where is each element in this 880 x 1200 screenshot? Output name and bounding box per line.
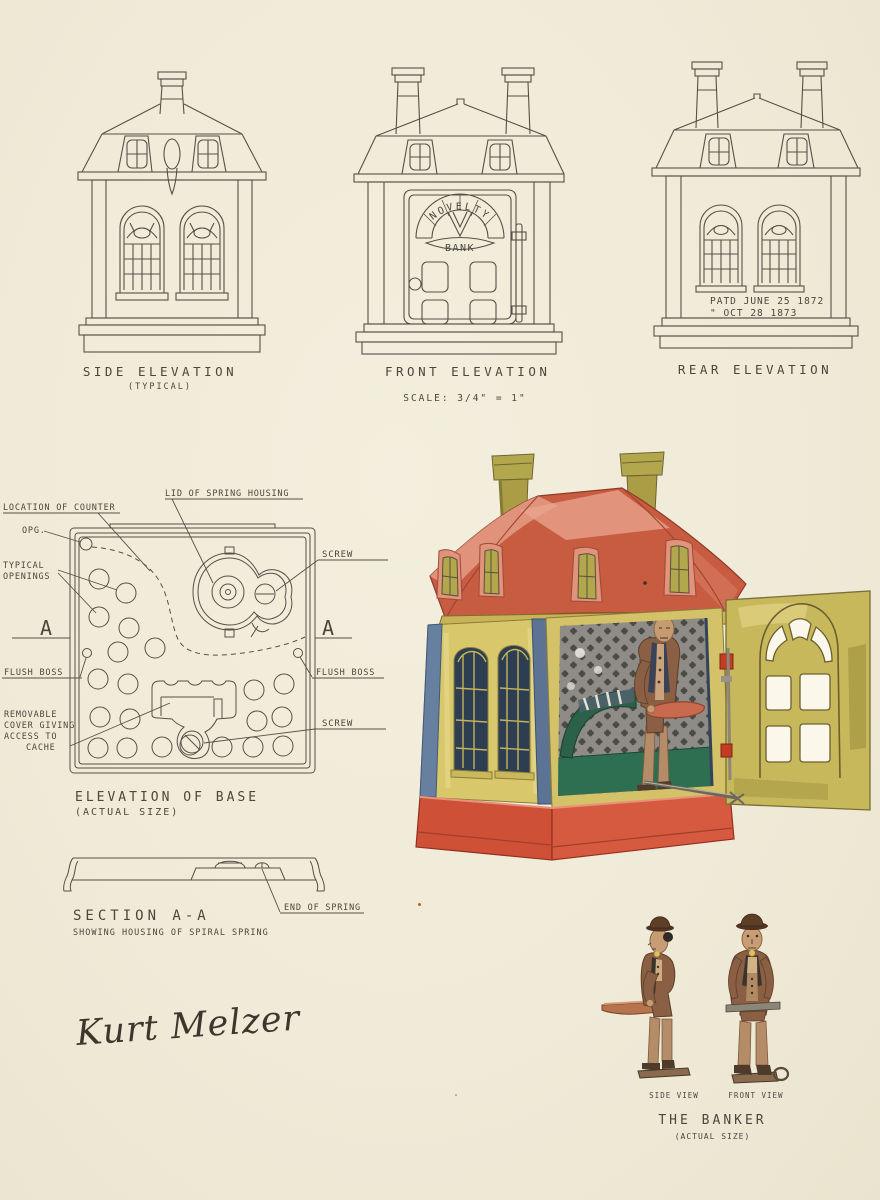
typical-opening-holes [87, 568, 295, 759]
label-screw-top: SCREW [322, 550, 353, 560]
rear-window-right [753, 204, 805, 293]
artist-signature: Kurt Melzer [74, 998, 302, 1054]
label-lid-of-spring-housing: LID OF SPRING HOUSING [165, 489, 289, 499]
painted-dormer-3 [570, 546, 603, 603]
paper-speck [643, 581, 647, 585]
door-hinge [511, 223, 527, 323]
leader-lines [2, 498, 388, 747]
flush-boss-left-detail [82, 648, 92, 658]
side-elevation-subtitle: (TYPICAL) [127, 382, 193, 392]
flush-boss-right-detail [293, 648, 303, 658]
front-door: NOVELTY BANK [403, 189, 527, 325]
opg-hole [79, 537, 93, 551]
front-elevation-drawing: NOVELTY BANK [353, 67, 565, 355]
door-banner-text: BANK [445, 243, 475, 254]
banker-front-view-figure [725, 913, 790, 1084]
section-marker-a-left: A [40, 616, 53, 640]
side-chimney [157, 71, 187, 115]
front-chimney-right [501, 67, 535, 135]
banker-subtitle: (ACTUAL SIZE) [674, 1132, 751, 1141]
front-tray-bar [725, 1001, 781, 1013]
side-window-left [115, 205, 169, 301]
label-opg: OPG. [22, 526, 46, 536]
side-dormer-left [117, 135, 153, 173]
front-roof [353, 98, 565, 183]
door-window-panes [759, 603, 841, 779]
side-elevation-drawing [77, 71, 267, 353]
rear-chimney-right [796, 61, 828, 129]
screw-bottom-detail [180, 730, 204, 754]
rear-chimney-left [691, 61, 723, 129]
release-lever-rod [643, 780, 745, 805]
rear-pedestal [653, 317, 859, 349]
label-typical-line2: OPENINGS [3, 572, 50, 582]
rear-dormer-left [699, 133, 737, 169]
side-window-right [175, 205, 229, 301]
rear-roof [651, 93, 861, 177]
front-elevation-title: FRONT ELEVATION [385, 364, 551, 379]
banker-front-view-label: FRONT VIEW [728, 1091, 784, 1100]
rear-window-left [695, 204, 747, 293]
rear-elevation-drawing: PATD JUNE 25 1872 " OCT 28 1873 [651, 61, 861, 349]
painted-side-window-right [494, 645, 535, 781]
screw-top-detail [254, 583, 276, 605]
patent-date-line2: " OCT 28 1873 [710, 308, 797, 319]
removable-cover [151, 680, 237, 760]
front-pedestal [355, 323, 563, 355]
label-removable-line4: CACHE [26, 743, 56, 753]
spring-housing [192, 546, 293, 638]
painted-base [415, 793, 735, 861]
painted-side-wall [419, 618, 555, 805]
label-removable-line1: REMOVABLE [4, 710, 57, 720]
painted-side-window-left [450, 647, 493, 780]
bank-watercolor-painting [415, 451, 871, 861]
section-marker-a-right: A [322, 616, 335, 640]
label-flush-boss-left: FLUSH BOSS [4, 668, 63, 678]
side-dormer-right [191, 135, 227, 173]
label-end-of-spring: END OF SPRING [284, 903, 361, 913]
base-plan-title: ELEVATION OF BASE [75, 790, 260, 805]
paper-speck [418, 903, 421, 906]
front-dormer-right [481, 139, 518, 175]
painted-chimney-right [619, 451, 665, 514]
side-finial-ornament [163, 138, 181, 196]
section-drawing: END OF SPRING [63, 857, 364, 914]
banker-side-view-figure [601, 916, 691, 1079]
side-elevation-title: SIDE ELEVATION [82, 364, 238, 379]
painted-dormer-1 [436, 549, 463, 601]
paper-speck [455, 1094, 457, 1096]
painted-front-face [545, 607, 731, 809]
front-dormer-left [401, 139, 438, 175]
door-hinge-hardware [719, 647, 734, 781]
label-typical-line1: TYPICAL [3, 561, 44, 571]
side-pedestal [78, 317, 266, 353]
front-chimney-left [391, 67, 425, 135]
section-subtitle: SHOWING HOUSING OF SPIRAL SPRING [73, 928, 269, 938]
label-screw-bottom: SCREW [322, 719, 353, 729]
label-location-of-counter: LOCATION OF COUNTER [3, 503, 116, 513]
label-flush-boss-right: FLUSH BOSS [316, 668, 375, 678]
label-removable-line2: COVER GIVING [4, 721, 75, 731]
rear-elevation-title: REAR ELEVATION [677, 362, 833, 377]
base-loop [772, 1066, 790, 1082]
section-profile [63, 857, 325, 892]
painted-dormer-4 [663, 539, 697, 597]
rear-dormer-right [777, 133, 815, 169]
base-plan-subtitle: (ACTUAL SIZE) [75, 807, 180, 818]
banker-figures-drawing [601, 913, 790, 1084]
counter-location-dashed-line [91, 546, 306, 656]
end-of-spring-leader [261, 868, 364, 914]
banker-title: THE BANKER [658, 1113, 767, 1128]
label-removable-line3: ACCESS TO [4, 732, 57, 742]
banker-side-view-label: SIDE VIEW [649, 1091, 699, 1100]
painted-open-door [643, 590, 871, 811]
painted-banker-figure [629, 618, 705, 796]
patent-date-line1: PATD JUNE 25 1872 [710, 296, 824, 307]
door-arch-text: NOVELTY [428, 201, 492, 222]
painted-dormer-2 [478, 542, 505, 598]
section-title: SECTION A-A [73, 908, 210, 924]
base-plan-drawing: LOCATION OF COUNTER LID OF SPRING HOUSIN… [2, 489, 388, 774]
doorknob [408, 277, 422, 291]
front-elevation-scale: SCALE: 3/4" = 1" [403, 393, 527, 404]
